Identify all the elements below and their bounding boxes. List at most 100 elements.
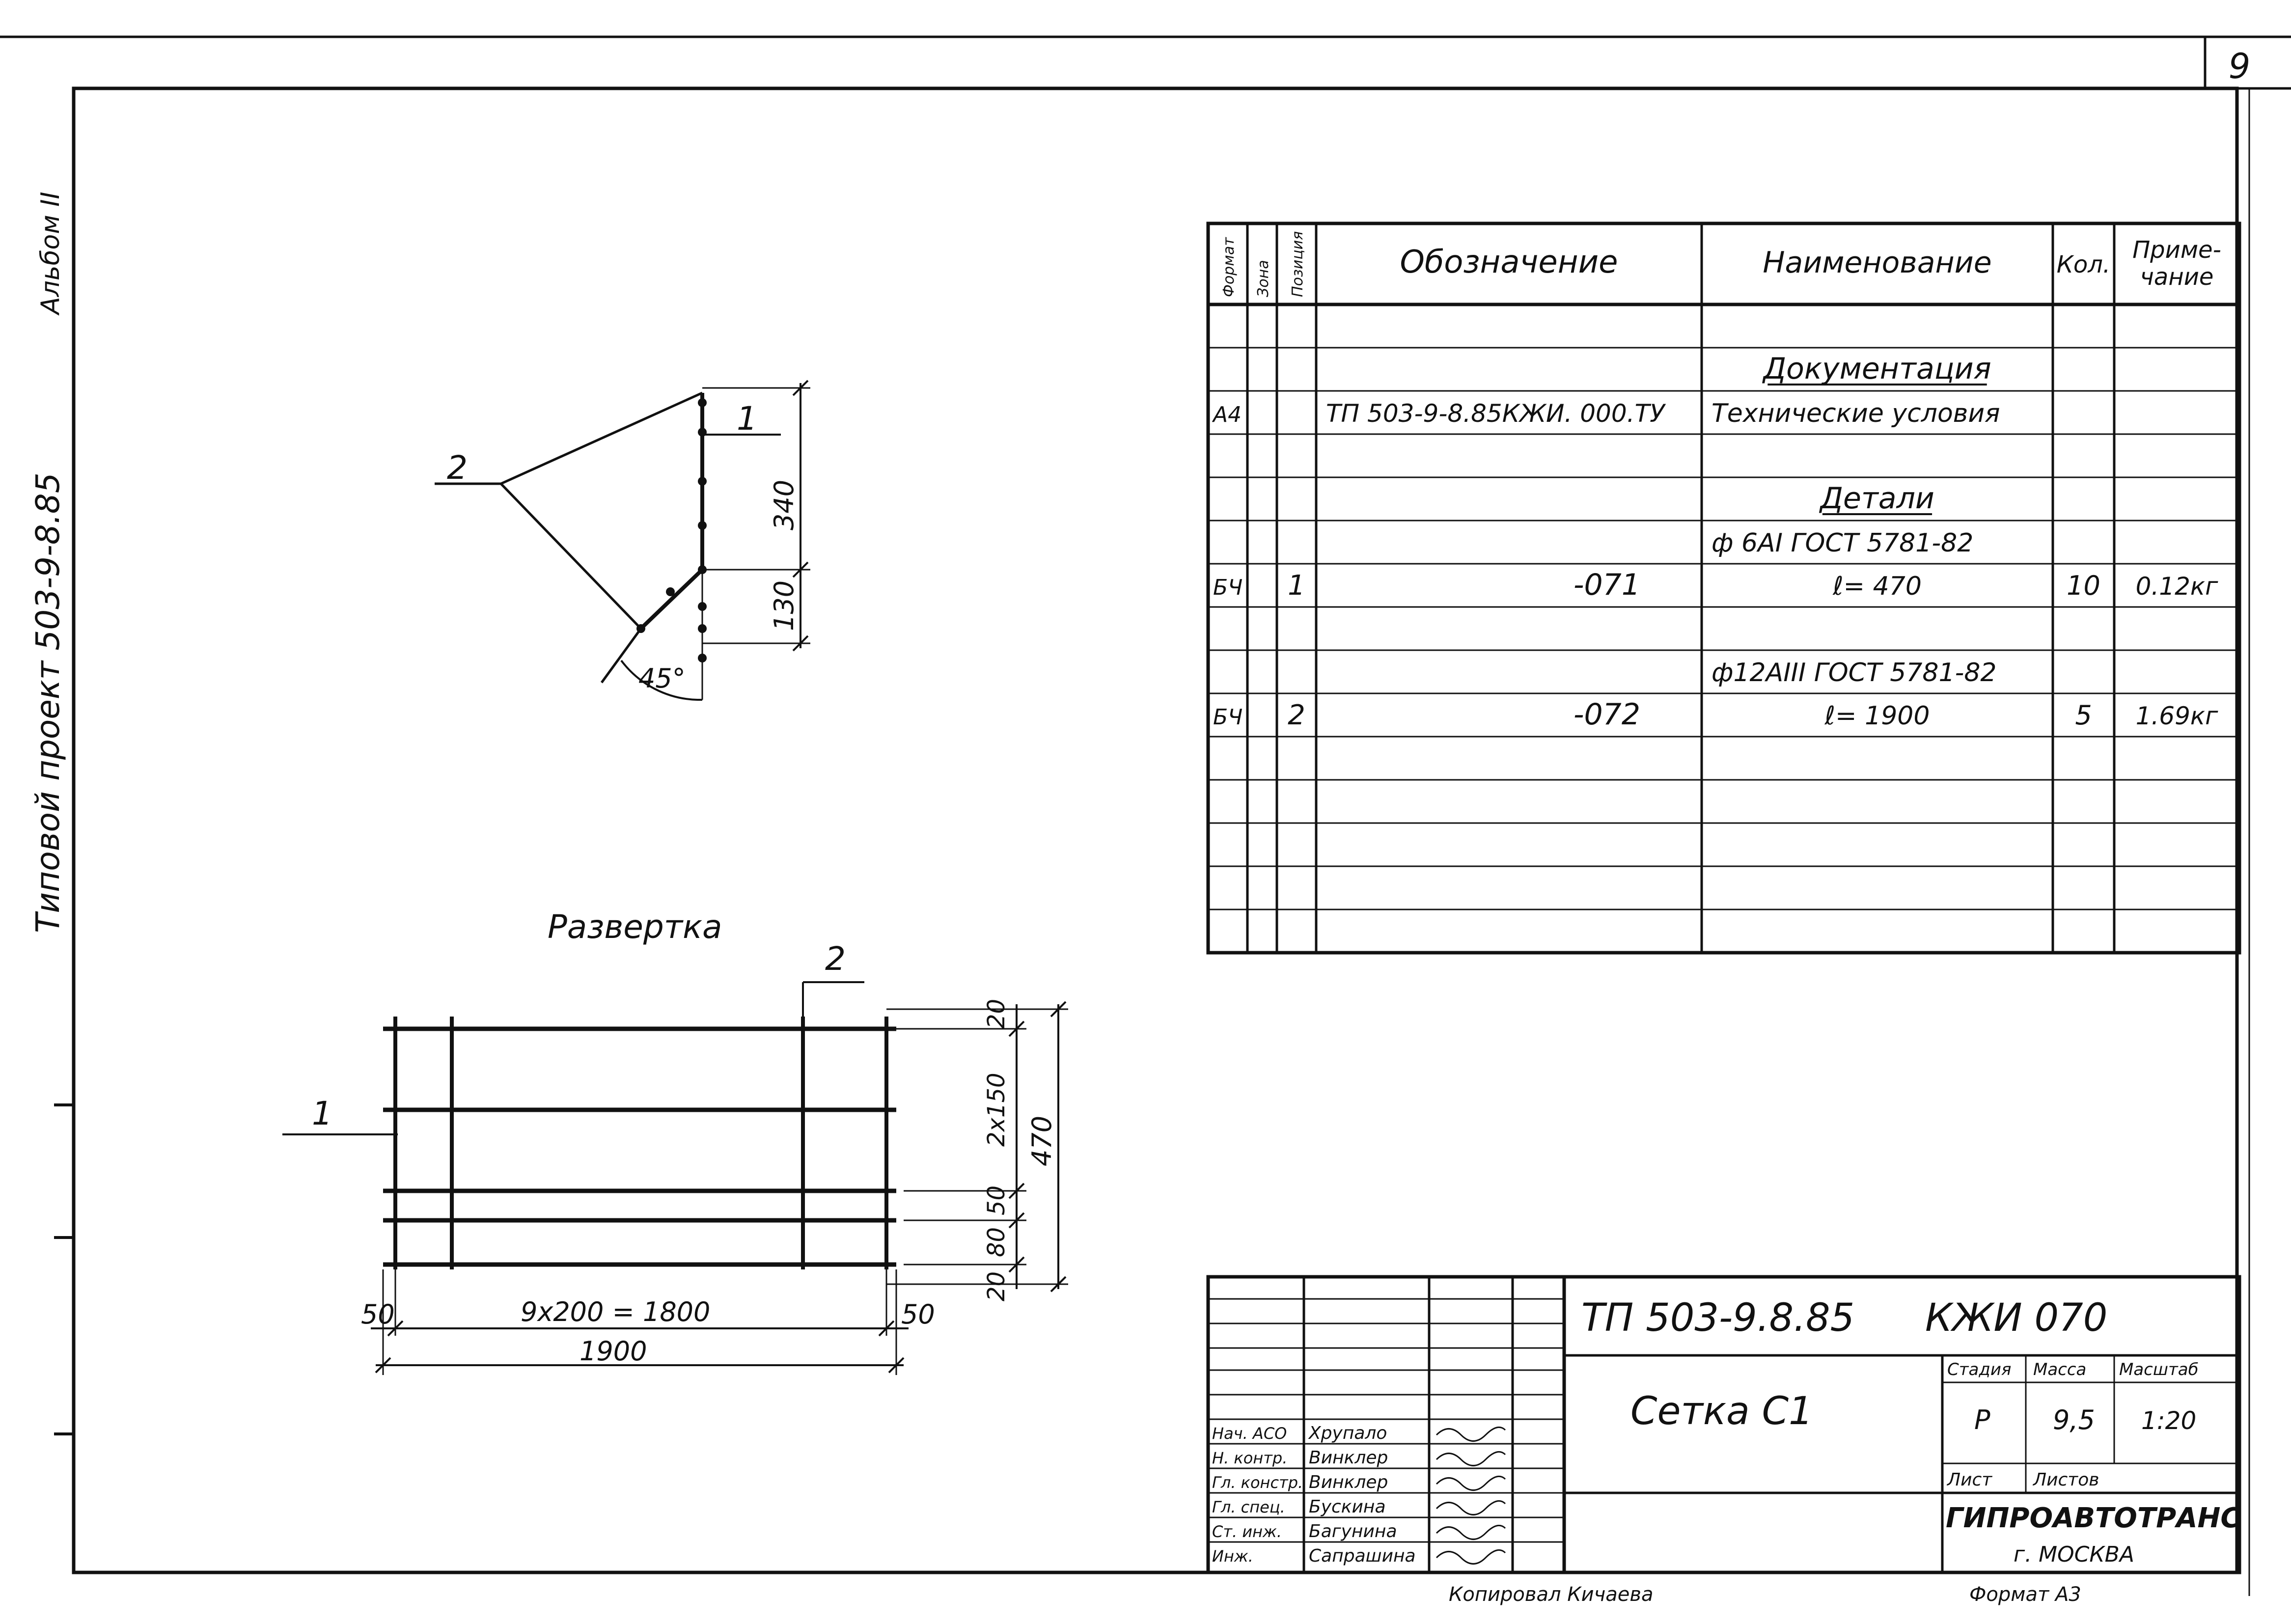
- spec-cell-format: БЧ: [1213, 705, 1242, 730]
- staff-role: Гл. спец.: [1212, 1498, 1285, 1516]
- page-number: 9: [2228, 46, 2251, 86]
- spec-cell-name: Технические условия: [1711, 399, 2000, 428]
- drawing-code: ТП 503-9.8.85: [1581, 1296, 1854, 1340]
- spec-row: ф12АIII ГОСТ 5781-82: [1711, 658, 1997, 688]
- development-dim-spacing: 9х200 = 1800: [521, 1296, 710, 1327]
- spec-cell-designation: -071: [1573, 568, 1640, 602]
- spec-cell-designation: ТП 503-9-8.85КЖИ. 000.ТУ: [1326, 399, 1666, 428]
- spec-cell-qty: 5: [2075, 700, 2092, 731]
- sheet-label: Лист: [1946, 1470, 1992, 1490]
- spec-header-position: Позиция: [1289, 231, 1306, 297]
- spec-cell-name: ф 6АI ГОСТ 5781-82: [1711, 528, 1973, 558]
- development-dim-bottom: 20: [983, 1271, 1010, 1301]
- spec-cell-name: ℓ= 470: [1832, 572, 1922, 601]
- spec-row: А4 ТП 503-9-8.85КЖИ. 000.ТУ Технические ус…: [1212, 399, 2000, 428]
- spec-cell-qty: 10: [2067, 570, 2100, 601]
- spec-header-format: Формат: [1220, 237, 1238, 297]
- staff-name: Бускина: [1309, 1497, 1386, 1517]
- development-title: Развертка: [548, 908, 722, 946]
- project-side-label: Типовой проект 503-9-8.85: [29, 472, 67, 933]
- staff-row: Инж. Сапрашина: [1212, 1546, 1506, 1566]
- scale-value: 1:20: [2141, 1406, 2196, 1435]
- spec-header-zone: Зона: [1255, 260, 1272, 297]
- section-dim-340: 340: [769, 480, 800, 530]
- development-dim-right: 50: [901, 1299, 935, 1330]
- spec-cell-name: ф12АIII ГОСТ 5781-82: [1711, 658, 1997, 688]
- spec-cell-name: ℓ= 1900: [1824, 701, 1930, 731]
- staff-name: Хрупало: [1308, 1423, 1387, 1443]
- spec-cell-position: 2: [1288, 699, 1305, 731]
- stage-label: Стадия: [1947, 1360, 2011, 1379]
- staff-row: Н. контр. Винклер: [1212, 1448, 1506, 1468]
- spec-row: БЧ 2 -072 ℓ= 1900 5 1.69кг: [1213, 697, 2218, 732]
- spec-cell-designation: -072: [1573, 697, 1640, 732]
- sheet-frame: [0, 35, 2291, 1596]
- development-pos1-label: 1: [312, 1095, 332, 1132]
- sheets-label: Листов: [2032, 1470, 2099, 1490]
- spec-cell-note: 0.12кг: [2136, 572, 2219, 601]
- development-dim-top: 20: [983, 999, 1010, 1029]
- staff-name: Винклер: [1309, 1472, 1388, 1492]
- development-dim-1900: 1900: [580, 1336, 647, 1367]
- spec-header-name: Наименование: [1763, 246, 1991, 280]
- spec-header-note: Приме-чание: [2132, 236, 2221, 291]
- staff-row: Ст. инж. Багунина: [1212, 1521, 1506, 1541]
- mass-label: Масса: [2033, 1360, 2086, 1379]
- staff-name: Винклер: [1309, 1448, 1388, 1468]
- spec-row: Детали: [1819, 481, 1934, 516]
- drawing-mark: КЖИ 070: [1925, 1296, 2107, 1340]
- development-dim-50: 50: [983, 1185, 1010, 1215]
- stage-value: Р: [1974, 1404, 1990, 1435]
- spec-cell-name: Документация: [1762, 352, 1991, 386]
- spec-row: Документация: [1762, 352, 1991, 386]
- spec-header-qty: Кол.: [2057, 251, 2110, 278]
- staff-row: Гл. спец. Бускина: [1212, 1497, 1506, 1517]
- staff-name: Багунина: [1309, 1521, 1397, 1541]
- staff-role: Нач. АСО: [1212, 1424, 1287, 1443]
- section-pos2-label: 2: [447, 449, 468, 487]
- development-dim-mid: 2х150: [983, 1073, 1010, 1147]
- sheet-format: Формат А3: [1969, 1583, 2081, 1606]
- signature-mark: [1435, 1451, 1506, 1466]
- section-pos1-label: 1: [737, 400, 757, 438]
- album-side-label: Альбом II: [36, 192, 65, 316]
- item-name: Сетка С1: [1630, 1389, 1813, 1433]
- spec-cell-format: А4: [1212, 402, 1242, 427]
- organization-name: ГИПРОАВТОТРАНС: [1946, 1502, 2240, 1534]
- spec-cell-name: Детали: [1819, 481, 1934, 516]
- development-dim-80: 80: [983, 1227, 1010, 1257]
- development-dim-470: 470: [1026, 1116, 1057, 1166]
- staff-role: Гл. констр.: [1212, 1473, 1303, 1492]
- copied-by: Копировал Кичаева: [1449, 1583, 1653, 1606]
- spec-cell-position: 1: [1288, 570, 1305, 602]
- signature-mark: [1435, 1475, 1506, 1491]
- spec-header-designation: Обозначение: [1400, 244, 1618, 280]
- section-angle-label: 45°: [638, 663, 686, 694]
- mass-value: 9,5: [2053, 1404, 2095, 1435]
- staff-row: Гл. констр. Винклер: [1212, 1472, 1506, 1492]
- spec-row: БЧ 1 -071 ℓ= 470 10 0.12кг: [1213, 568, 2218, 602]
- section-dim-130: 130: [769, 580, 800, 631]
- signature-mark: [1435, 1500, 1506, 1515]
- staff-role: Ст. инж.: [1212, 1522, 1282, 1541]
- signature-mark: [1435, 1524, 1506, 1540]
- signature-mark: [1435, 1426, 1506, 1442]
- title-block: ТП 503-9.8.85 КЖИ 070 Сетка С1 Стадия Ма…: [1206, 1275, 2241, 1574]
- staff-role: Инж.: [1212, 1547, 1253, 1566]
- organization-city: г. МОСКВА: [2014, 1542, 2134, 1567]
- scale-label: Масштаб: [2119, 1360, 2199, 1379]
- spec-cell-note: 1.69кг: [2136, 702, 2219, 730]
- staff-role: Н. контр.: [1212, 1449, 1287, 1467]
- development-dim-left: 50: [361, 1299, 395, 1330]
- signature-mark: [1435, 1549, 1506, 1565]
- staff-row: Нач. АСО Хрупало: [1212, 1423, 1506, 1443]
- spec-row: ф 6АI ГОСТ 5781-82: [1711, 528, 1973, 558]
- section-view: 2 1 340 130 45°: [435, 380, 810, 701]
- staff-name: Сапрашина: [1309, 1546, 1416, 1566]
- spec-cell-format: БЧ: [1213, 575, 1242, 600]
- specification-table: Формат Зона Позиция Обозначение Наименование…: [1206, 221, 2241, 955]
- development-pos2-label: 2: [825, 940, 846, 978]
- development-view: Развертка: [282, 908, 1068, 1375]
